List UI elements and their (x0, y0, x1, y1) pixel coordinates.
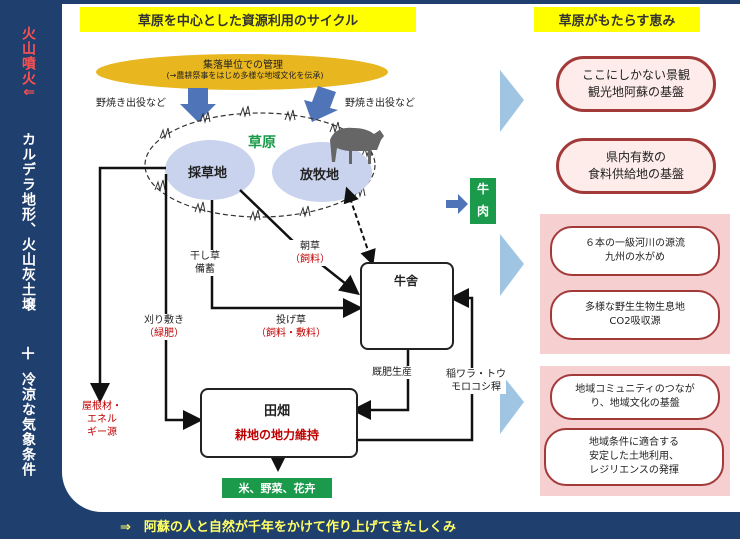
chevron-benefits-1 (500, 70, 524, 132)
morning-grass-label: 朝草 （飼料） (290, 240, 330, 266)
field-box (200, 388, 358, 458)
environment-water-line2: 九州の水がめ (605, 252, 665, 263)
hay-label-line1: 干し草 (190, 251, 220, 262)
environment-water: ６本の一級河川の源流 九州の水がめ (550, 226, 720, 276)
side-terrain: カルデラ地形、火山灰土壌 (20, 132, 36, 312)
beef-arrow (446, 194, 468, 214)
mulch-line2: （緑肥） (144, 328, 184, 339)
barn-label: 牛舎 (394, 274, 419, 288)
roof-line2: エネル (87, 414, 117, 425)
benefits-header: 草原がもたらす恵み (534, 7, 700, 32)
benefit-food-line1: 県内有数の (605, 150, 666, 164)
benefit-food-line2: 食料供給地の基盤 (587, 167, 684, 181)
environment-water-line1: ６本の一級河川の源流 (585, 238, 685, 249)
chevron-benefits-2 (500, 234, 524, 296)
hay-label-line2: 備蓄 (195, 264, 215, 275)
spread-grass-label: 投げ草 （飼料・敷料） (256, 314, 326, 340)
community-resilience-line3: レジリエンスの発揮 (589, 465, 679, 476)
hay-label: 干し草 備蓄 (190, 250, 220, 276)
mulch-label: 刈り敷き （緑肥） (144, 314, 184, 340)
management-title: 集落単位での管理 (203, 60, 283, 71)
roof-label: 屋根材・ エネル ギー源 (82, 400, 122, 439)
environment-wildlife: 多様な野生生物生息地 CO2吸収源 (550, 290, 720, 340)
spread-grass-line2: （飼料・敷料） (256, 328, 326, 339)
cycle-header: 草原を中心とした資源利用のサイクル (80, 7, 416, 32)
straw-line2: モロコシ稈 (451, 382, 501, 393)
hay-flow-line (210, 200, 363, 318)
benefit-food: 県内有数の 食料供給地の基盤 (556, 138, 716, 194)
straw-line1: 稲ワラ・トウ (446, 369, 506, 380)
manure-label: 厩肥生産 (372, 366, 412, 379)
beef-box: 牛 肉 (470, 178, 496, 224)
chevron-benefits-3 (500, 372, 524, 434)
roof-line1: 屋根材・ (82, 401, 122, 412)
mowing-land-label: 採草地 (188, 166, 228, 181)
community-resilience-line1: 地域条件に適合する (589, 437, 679, 448)
beef-char-2: 肉 (476, 204, 489, 218)
straw-label: 稲ワラ・トウ モロコシ稈 (446, 368, 506, 394)
side-volcano: 火山噴火⇓ (20, 26, 36, 99)
barn-box (360, 262, 454, 350)
spread-grass-line1: 投げ草 (276, 315, 306, 326)
side-plus: ＋ (20, 344, 37, 363)
management-subtitle: (→農耕祭事をはじめ多様な地域文化を伝承) (166, 71, 324, 80)
beef-char-1: 牛 (476, 182, 489, 196)
mgmt-arrow-left (180, 88, 216, 122)
labor-right: 野焼き出役など (345, 98, 415, 109)
morning-grass-line2: （飼料） (290, 254, 330, 265)
benefit-landscape-line2: 観光地阿蘇の基盤 (587, 85, 684, 99)
community-connection: 地域コミュニティのつなが り、地域文化の基盤 (550, 374, 720, 420)
mowing-land-ellipse (165, 140, 255, 200)
roof-line3: ギー源 (87, 427, 117, 438)
side-climate: 冷涼な気象条件 (20, 372, 36, 477)
footer-message: ⇒ 阿蘇の人と自然が千年をかけて作り上げてきたしくみ (120, 520, 457, 535)
environment-wildlife-line2: CO2吸収源 (609, 316, 661, 327)
manure-flow (351, 348, 410, 420)
cow-silhouette-grazing (330, 127, 384, 164)
field-subtitle: 耕地の地力維持 (234, 428, 319, 442)
mulch-flow (164, 174, 203, 430)
grazing-land-label: 放牧地 (300, 168, 340, 183)
mulch-line1: 刈り敷き (144, 315, 184, 326)
grassland-boundary (144, 112, 376, 218)
community-resilience-line2: 安定した土地利用、 (589, 451, 679, 462)
community-resilience: 地域条件に適合する 安定した土地利用、 レジリエンスの発揮 (544, 428, 724, 486)
crops-label: 米、野菜、花卉 (222, 478, 332, 498)
environment-wildlife-line1: 多様な野生生物生息地 (585, 302, 685, 313)
roof-flow (90, 166, 166, 403)
labor-left: 野焼き出役など (96, 98, 166, 109)
field-title: 田畑 (263, 404, 290, 419)
grassland-label: 草原 (248, 135, 276, 151)
benefit-landscape: ここにしかない景観 観光地阿蘇の基盤 (556, 56, 716, 112)
morning-grass-line1: 朝草 (300, 241, 320, 252)
management-ellipse (96, 54, 388, 90)
community-connection-line2: り、地域文化の基盤 (590, 398, 680, 409)
community-connection-line1: 地域コミュニティのつなが (575, 384, 695, 395)
benefit-landscape-line1: ここにしかない景観 (581, 68, 690, 82)
grazing-barn-flow (343, 186, 376, 266)
mgmt-arrow-right (304, 86, 338, 122)
